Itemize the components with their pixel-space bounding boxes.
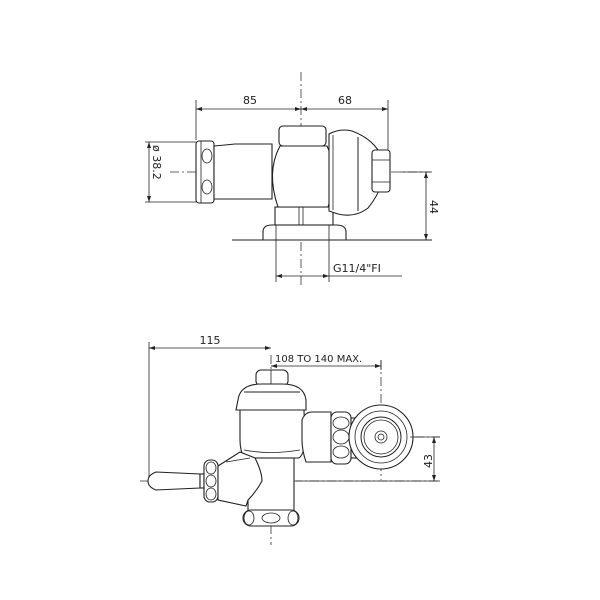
valve-body — [271, 125, 335, 208]
wall-flange — [195, 140, 215, 204]
handle-cap — [328, 129, 391, 216]
dimension-top-widths: 85 68 — [195, 94, 389, 150]
top-cap — [235, 369, 307, 411]
dimension-label-43: 43 — [422, 454, 435, 468]
dimension-label-44: 44 — [427, 200, 440, 214]
bottom-nut — [242, 509, 300, 527]
inlet-pipe — [213, 143, 273, 200]
front-view: 115 108 TO 140 MAX. — [140, 334, 440, 545]
top-view: 85 68 ø 38.2 — [145, 72, 440, 285]
dimension-handle-offset: 115 — [148, 334, 271, 481]
dimension-outlet-range: 108 TO 140 MAX. — [271, 354, 382, 370]
dimension-label-thread: G11/4"FI — [333, 262, 381, 275]
dimension-flange-diameter: ø 38.2 — [145, 141, 200, 203]
base-flange — [262, 206, 347, 241]
dimension-label-range: 108 TO 140 MAX. — [275, 354, 362, 365]
dimension-label-diameter: ø 38.2 — [150, 145, 163, 180]
dimension-label-85: 85 — [243, 94, 257, 107]
lever-handle — [147, 451, 263, 507]
dimension-outlet-height: 43 — [296, 436, 440, 482]
dimension-label-68: 68 — [338, 94, 352, 107]
dimension-label-115: 115 — [200, 334, 221, 347]
dimension-height-44: 44 — [400, 171, 440, 240]
outlet-flange — [348, 404, 414, 470]
dimension-inlet-thread: G11/4"FI — [275, 225, 402, 282]
